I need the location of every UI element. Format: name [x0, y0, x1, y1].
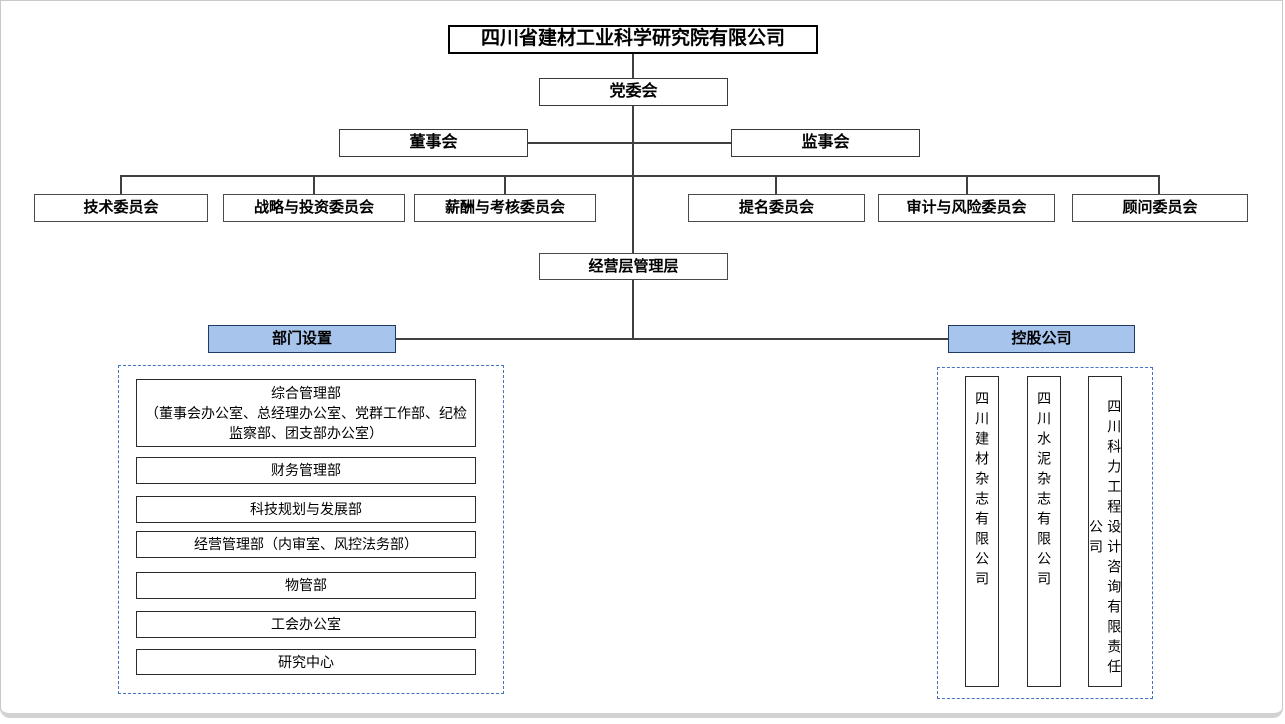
supervisory-board-box: 监事会	[731, 129, 920, 157]
committee-box-nomination: 提名委员会	[688, 194, 865, 222]
holdings-group-outline	[937, 367, 1153, 699]
connector-committees-rail	[120, 175, 1160, 177]
company-title-box: 四川省建材工业科学研究院有限公司	[448, 25, 818, 54]
committee-box-audit-risk: 审计与风险委员会	[878, 194, 1055, 222]
connector-stub-committee-1	[120, 175, 122, 194]
board-box: 董事会	[339, 129, 528, 157]
party-committee-label: 党委会	[609, 82, 658, 100]
holding-box-shuini-magazine: 四川水泥杂志有限公司	[1027, 376, 1061, 687]
connector-stub-committee-3	[504, 175, 506, 194]
committee-label: 顾问委员会	[1122, 199, 1198, 217]
connector-board-supervisory	[528, 142, 732, 144]
committee-label: 战略与投资委员会	[253, 199, 374, 217]
connector-stub-committee-6	[1158, 175, 1160, 194]
department-name: 财务管理部	[271, 462, 341, 479]
department-box-property: 物管部	[136, 572, 476, 599]
department-box-finance: 财务管理部	[136, 457, 476, 484]
committee-box-advisory: 顾问委员会	[1072, 194, 1248, 222]
connector-stub-committee-5	[966, 175, 968, 194]
departments-header-box: 部门设置	[208, 325, 396, 353]
departments-header-label: 部门设置	[271, 330, 332, 348]
department-name: 综合管理部	[271, 384, 341, 401]
management-label: 经营层管理层	[588, 257, 679, 275]
department-detail: （董事会办公室、总经理办公室、党群工作部、纪检监察部、团支部办公室）	[145, 404, 467, 442]
committee-box-strategy-investment: 战略与投资委员会	[223, 194, 405, 222]
connector-stub-committee-2	[313, 175, 315, 194]
board-label: 董事会	[409, 133, 458, 151]
committee-label: 技术委员会	[83, 199, 159, 217]
holdings-header-label: 控股公司	[1011, 330, 1072, 348]
committee-box-technology: 技术委员会	[34, 194, 208, 222]
department-box-tech-planning: 科技规划与发展部	[136, 496, 476, 523]
supervisory-board-label: 监事会	[801, 133, 850, 151]
holding-company-name: 四川科力工程设计咨询有限责任公司	[1088, 398, 1123, 679]
holding-company-name: 四川水泥杂志有限公司	[1036, 391, 1053, 591]
department-name: 工会办公室	[271, 616, 341, 633]
committee-label: 审计与风险委员会	[906, 199, 1027, 217]
department-box-union-office: 工会办公室	[136, 611, 476, 638]
department-name: 物管部	[285, 577, 327, 594]
committee-label: 薪酬与考核委员会	[444, 199, 565, 217]
department-box-research-center: 研究中心	[136, 649, 476, 675]
department-name: 经营管理部（内审室、风控法务部）	[194, 536, 418, 553]
company-title: 四川省建材工业科学研究院有限公司	[480, 28, 785, 50]
party-committee-box: 党委会	[539, 78, 728, 106]
connector-party-to-management	[632, 106, 634, 254]
connector-company-to-party	[632, 54, 634, 78]
holding-box-keli-engineering: 四川科力工程设计咨询有限责任公司	[1088, 376, 1122, 687]
connector-management-to-branches	[632, 280, 634, 339]
holding-company-name: 四川建材杂志有限公司	[974, 391, 991, 591]
committee-box-compensation-assessment: 薪酬与考核委员会	[414, 194, 596, 222]
department-name: 研究中心	[278, 653, 334, 670]
holdings-header-box: 控股公司	[948, 325, 1135, 353]
committee-label: 提名委员会	[738, 199, 814, 217]
connector-branches-rail	[396, 338, 948, 340]
connector-stub-committee-4	[775, 175, 777, 194]
departments-group-outline	[118, 365, 504, 694]
holding-box-jiancai-magazine: 四川建材杂志有限公司	[965, 376, 999, 687]
department-box-general-management: 综合管理部 （董事会办公室、总经理办公室、党群工作部、纪检监察部、团支部办公室）	[136, 379, 476, 447]
management-box: 经营层管理层	[539, 253, 728, 280]
department-box-operations: 经营管理部（内审室、风控法务部）	[136, 531, 476, 558]
department-name: 科技规划与发展部	[250, 501, 362, 518]
